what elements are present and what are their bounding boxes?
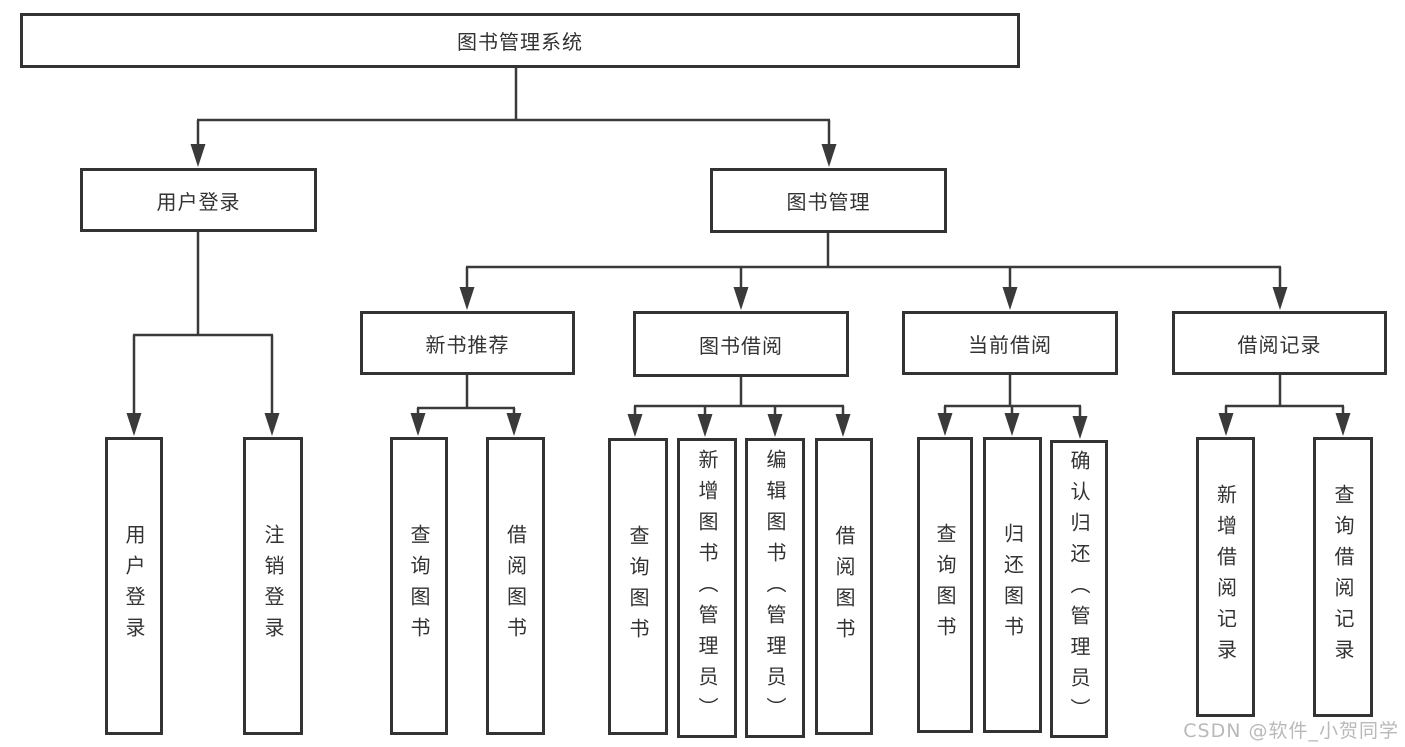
node-query-books-borrow: 查询图书 xyxy=(608,438,668,735)
node-borrowing-records: 借阅记录 xyxy=(1172,311,1387,375)
node-label: 用户登录 xyxy=(156,189,241,214)
node-book-borrowing: 图书借阅 xyxy=(633,311,849,377)
node-new-book-recommendation: 新书推荐 xyxy=(360,311,575,375)
node-label: 借阅记录 xyxy=(1237,332,1322,357)
node-borrow-books-leaf: 借阅图书 xyxy=(815,438,873,735)
node-label: 用户登录 xyxy=(122,524,146,648)
node-book-management-branch: 图书管理 xyxy=(710,168,947,233)
node-borrow-books-rec: 借阅图书 xyxy=(486,437,545,735)
node-label: 借阅图书 xyxy=(503,524,528,648)
node-query-books-current: 查询图书 xyxy=(917,437,973,733)
csdn-watermark: CSDN @软件_小贺同学 xyxy=(1183,720,1399,742)
node-current-borrowing: 当前借阅 xyxy=(902,311,1118,375)
node-user-login-leaf: 用户登录 xyxy=(105,437,163,735)
node-label: 查询图书 xyxy=(407,524,431,648)
node-label: 注销登录 xyxy=(261,524,285,648)
node-label: 图书管理系统 xyxy=(457,30,583,54)
node-logout-leaf: 注销登录 xyxy=(243,437,303,735)
node-label: 查询图书 xyxy=(933,523,957,647)
node-add-books-admin: 新增图书（管理员） xyxy=(677,438,737,738)
node-label: 借阅图书 xyxy=(832,524,856,649)
node-confirm-return-admin: 确认归还（管理员） xyxy=(1050,440,1108,738)
node-label: 新书推荐 xyxy=(425,332,510,357)
node-label: 查询借阅记录 xyxy=(1331,484,1355,670)
node-edit-books-admin: 编辑图书（管理员） xyxy=(745,438,805,738)
node-library-management-system: 图书管理系统 xyxy=(20,13,1020,68)
node-query-borrow-record: 查询借阅记录 xyxy=(1313,437,1373,717)
node-label: 新增图书（管理员） xyxy=(695,448,719,728)
node-label: 新增借阅记录 xyxy=(1213,484,1238,670)
node-label: 图书管理 xyxy=(786,190,871,214)
node-label: 归还图书 xyxy=(1000,523,1025,647)
node-label: 查询图书 xyxy=(626,524,650,649)
node-add-borrow-record: 新增借阅记录 xyxy=(1196,437,1255,717)
node-label: 确认归还（管理员） xyxy=(1067,449,1091,729)
node-label: 当前借阅 xyxy=(968,332,1052,357)
node-return-books: 归还图书 xyxy=(983,437,1042,733)
node-label: 编辑图书（管理员） xyxy=(763,448,787,728)
node-query-books-rec: 查询图书 xyxy=(390,437,448,735)
node-user-login-branch: 用户登录 xyxy=(80,168,317,232)
node-label: 图书借阅 xyxy=(699,333,783,358)
